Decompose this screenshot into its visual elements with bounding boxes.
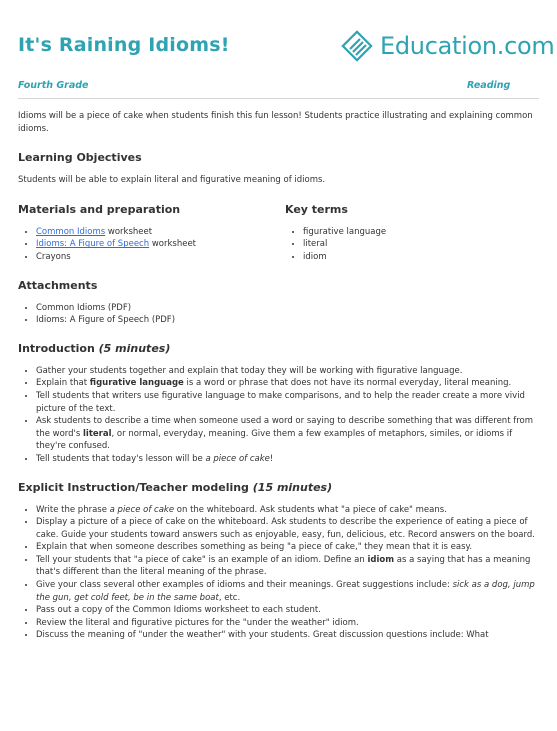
page-header: It's Raining Idioms! Education.com bbox=[0, 0, 557, 70]
lesson-content: Idioms will be a piece of cake when stud… bbox=[18, 110, 539, 642]
list-item: Tell your students that "a piece of cake… bbox=[36, 554, 539, 579]
list-item: Discuss the meaning of "under the weathe… bbox=[36, 629, 539, 642]
lesson-meta: Fourth Grade Reading bbox=[18, 80, 539, 94]
list-item: Explain that when someone describes some… bbox=[36, 541, 539, 554]
materials-and-terms: Materials and preparation Common Idioms … bbox=[18, 203, 539, 264]
subject-label: Reading bbox=[467, 80, 511, 91]
list-item: Display a picture of a piece of cake on … bbox=[36, 516, 539, 541]
list-item: idiom bbox=[303, 251, 539, 264]
list-item: Idioms: A Figure of Speech worksheet bbox=[36, 238, 285, 251]
idioms-figure-of-speech-link[interactable]: Idioms: A Figure of Speech bbox=[36, 239, 150, 250]
brand-logo[interactable]: Education.com bbox=[338, 24, 555, 68]
list-item: Write the phrase a piece of cake on the … bbox=[36, 504, 539, 517]
introduction-steps: Gather your students together and explai… bbox=[18, 365, 539, 466]
attachments-heading: Attachments bbox=[18, 278, 98, 292]
common-idioms-link[interactable]: Common Idioms bbox=[36, 226, 106, 237]
list-item: Ask students to describe a time when som… bbox=[36, 415, 539, 453]
explicit-instruction-section: Explicit Instruction/Teacher modeling (1… bbox=[18, 481, 539, 643]
duration-label: (5 minutes) bbox=[98, 341, 171, 355]
explicit-instruction-steps: Write the phrase a piece of cake on the … bbox=[18, 504, 539, 643]
learning-objectives-heading: Learning Objectives bbox=[18, 151, 142, 165]
list-item: Common Idioms (PDF) bbox=[36, 302, 539, 315]
introduction-section: Introduction (5 minutes) Gather your stu… bbox=[18, 342, 539, 466]
list-item: Pass out a copy of the Common Idioms wor… bbox=[36, 604, 539, 617]
key-terms-list: figurative language literal idiom bbox=[285, 226, 539, 264]
attachments-section: Attachments Common Idioms (PDF) Idioms: … bbox=[18, 279, 539, 327]
lesson-summary: Idioms will be a piece of cake when stud… bbox=[18, 111, 533, 134]
list-item: Review the literal and figurative pictur… bbox=[36, 617, 539, 630]
key-terms-section: Key terms figurative language literal id… bbox=[285, 203, 539, 264]
explicit-instruction-heading: Explicit Instruction/Teacher modeling (1… bbox=[18, 480, 333, 494]
diamond-pencil-icon bbox=[341, 30, 373, 62]
list-item: Idioms: A Figure of Speech (PDF) bbox=[36, 314, 539, 327]
brand-name: Education.com bbox=[380, 32, 555, 60]
learning-objectives-text: Students will be able to explain literal… bbox=[18, 175, 326, 186]
list-item: Common Idioms worksheet bbox=[36, 226, 285, 239]
list-item: Crayons bbox=[36, 251, 285, 264]
list-item: Give your class several other examples o… bbox=[36, 579, 539, 604]
list-item: Tell students that today's lesson will b… bbox=[36, 453, 539, 466]
attachments-list: Common Idioms (PDF) Idioms: A Figure of … bbox=[18, 302, 539, 327]
list-item: figurative language bbox=[303, 226, 539, 239]
materials-list: Common Idioms worksheet Idioms: A Figure… bbox=[18, 226, 285, 264]
list-item: literal bbox=[303, 238, 539, 251]
duration-label: (15 minutes) bbox=[252, 480, 333, 494]
list-item: Explain that figurative language is a wo… bbox=[36, 377, 539, 390]
list-item: Gather your students together and explai… bbox=[36, 365, 539, 378]
lesson-title: It's Raining Idioms! bbox=[18, 34, 230, 56]
key-terms-heading: Key terms bbox=[285, 202, 348, 216]
learning-objectives-section: Learning Objectives Students will be abl… bbox=[18, 151, 539, 187]
materials-heading: Materials and preparation bbox=[18, 202, 181, 216]
introduction-heading: Introduction (5 minutes) bbox=[18, 341, 171, 355]
list-item: Tell students that writers use figurativ… bbox=[36, 390, 539, 415]
grade-label: Fourth Grade bbox=[18, 80, 89, 91]
materials-section: Materials and preparation Common Idioms … bbox=[18, 203, 285, 264]
header-divider bbox=[18, 98, 539, 99]
